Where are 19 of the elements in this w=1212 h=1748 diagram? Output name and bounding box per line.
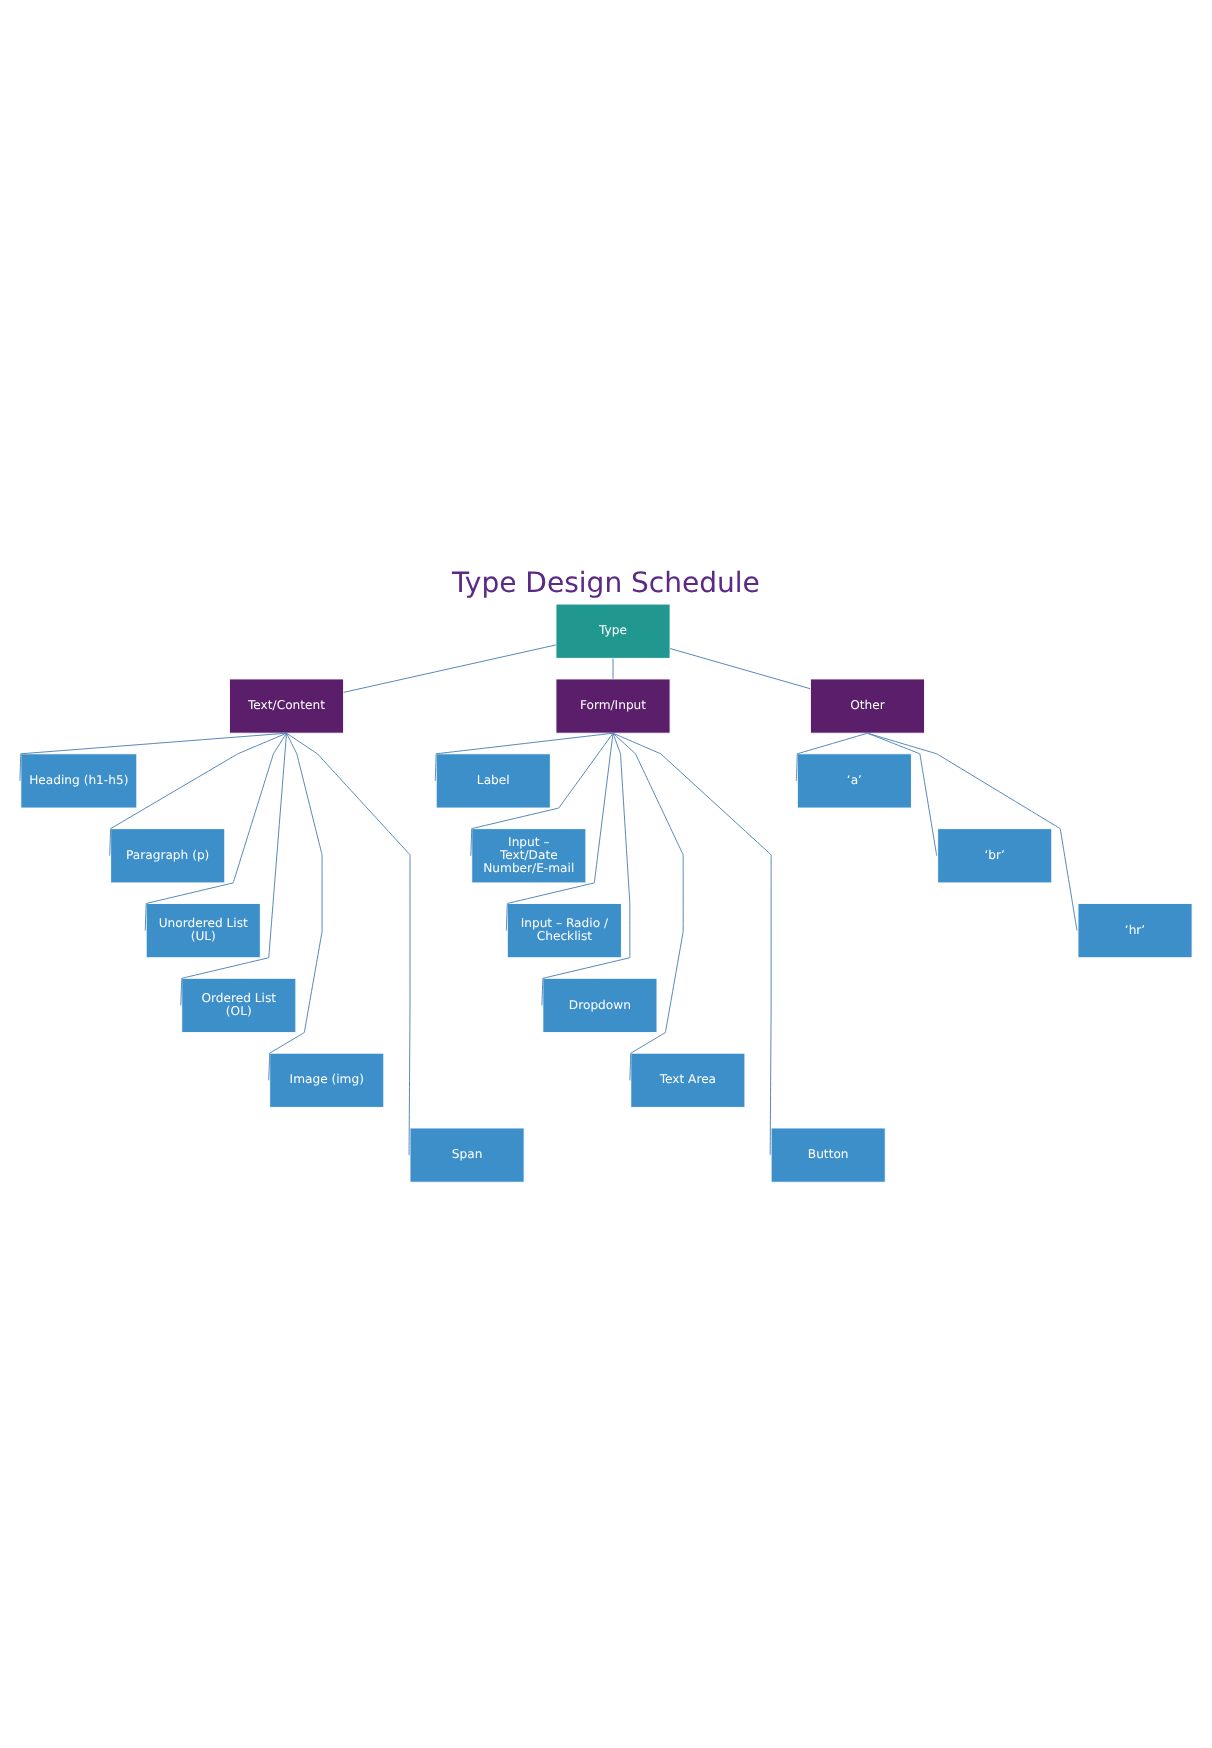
connector	[505, 732, 614, 932]
connector	[795, 732, 868, 782]
connector	[434, 732, 614, 782]
connector	[268, 732, 323, 1081]
connector	[612, 732, 684, 1081]
diagram-title: Type Design Schedule	[452, 567, 760, 600]
connector	[144, 732, 287, 932]
connector	[180, 732, 287, 1006]
connector	[669, 648, 811, 690]
connector	[19, 732, 287, 782]
connector	[612, 658, 614, 680]
connector	[286, 732, 411, 1156]
connector	[109, 732, 287, 857]
connector	[541, 732, 631, 1006]
connector	[343, 644, 557, 693]
connector	[612, 732, 772, 1156]
connector	[867, 732, 938, 857]
connector	[470, 732, 614, 857]
connector	[867, 732, 1078, 932]
